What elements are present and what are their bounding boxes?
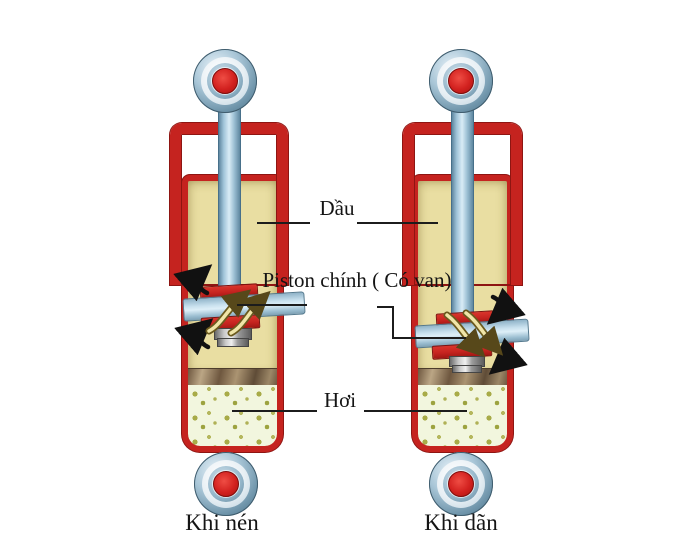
caption-compression: Khi nén <box>185 510 259 535</box>
piston-nut-lower <box>452 365 482 373</box>
piston-leader-right-top <box>377 306 394 308</box>
oil-label: Dầu <box>319 196 355 220</box>
eyelet-bushing <box>448 68 474 94</box>
eyelet-bushing <box>212 68 238 94</box>
top-eyelet <box>429 49 493 113</box>
oil-leader-left <box>257 222 310 224</box>
bottom-eyelet <box>194 452 258 516</box>
piston-leader-left <box>237 304 307 306</box>
piston-rod <box>451 100 474 319</box>
top-eyelet <box>193 49 257 113</box>
oil-leader-right <box>357 222 438 224</box>
gas-chamber <box>418 385 507 446</box>
eyelet-bushing <box>213 471 239 497</box>
piston-label: Piston chính ( Có van) <box>262 268 452 292</box>
eyelet-bushing <box>448 471 474 497</box>
piston-rod <box>218 100 241 292</box>
piston-leader-right-drop <box>392 306 394 339</box>
gas-chamber <box>188 385 277 446</box>
piston-nut-lower <box>217 338 249 347</box>
bottom-eyelet <box>429 452 493 516</box>
gas-leader-right <box>364 410 467 412</box>
gas-leader-left <box>232 410 317 412</box>
gas-label: Hơi <box>323 388 357 412</box>
caption-extension: Khi dãn <box>424 510 498 535</box>
piston-leader-right-bottom <box>392 337 466 339</box>
